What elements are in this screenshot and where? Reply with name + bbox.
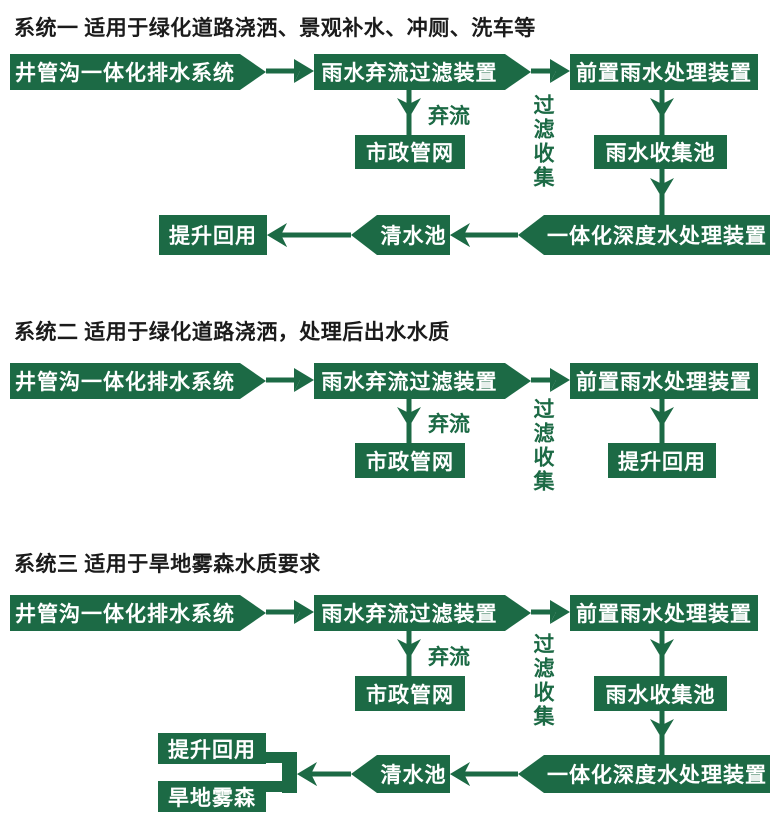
arrow-down-icon	[650, 399, 674, 443]
arrow-left-icon	[450, 223, 518, 247]
filter-collect-label: 过滤收集	[531, 633, 555, 729]
system1-node-municipal: 市政管网	[355, 135, 465, 169]
system3-node-collection: 雨水收集池	[594, 676, 727, 711]
system1-node-collection: 雨水收集池	[594, 135, 727, 169]
system3-node-reuse: 提升回用	[158, 733, 266, 764]
system3-node-source: 井管沟一体化排水系统	[10, 595, 266, 631]
system1-node-source: 井管沟一体化排水系统	[10, 54, 266, 90]
arrow-down-icon	[397, 90, 421, 135]
system3-node-mist: 旱地雾森	[158, 781, 266, 812]
arrow-down-icon	[650, 631, 674, 676]
arrow-right-icon	[531, 368, 570, 392]
arrow-down-icon	[650, 169, 674, 215]
system1-node-pretreatment: 前置雨水处理装置	[570, 54, 758, 90]
arrow-down-icon	[650, 90, 674, 135]
system1-node-deep-treatment: 一体化深度水处理装置	[518, 215, 770, 255]
system3-node-clear-tank: 清水池	[351, 755, 450, 793]
discard-label: 弃流	[428, 412, 470, 436]
system3-node-pretreatment: 前置雨水处理装置	[570, 595, 758, 631]
discard-label: 弃流	[428, 104, 470, 128]
arrow-right-icon	[531, 59, 570, 83]
system1-node-diversion-filter: 雨水弃流过滤装置	[314, 54, 531, 90]
system1-node-clear-tank: 清水池	[351, 215, 450, 255]
arrow-down-icon	[650, 711, 674, 755]
system1-node-reuse: 提升回用	[159, 215, 267, 255]
system2-title: 系统二 适用于绿化道路浇洒，处理后出水水质	[14, 320, 450, 344]
system2-node-reuse: 提升回用	[608, 443, 716, 478]
system2-node-diversion-filter: 雨水弃流过滤装置	[314, 363, 531, 399]
system2-node-source: 井管沟一体化排水系统	[10, 363, 266, 399]
filter-collect-label: 过滤收集	[531, 398, 555, 494]
arrow-right-icon	[266, 368, 314, 392]
arrow-down-icon	[397, 631, 421, 676]
system3-node-municipal: 市政管网	[355, 676, 465, 711]
system2-node-municipal: 市政管网	[355, 443, 465, 478]
system3-node-diversion-filter: 雨水弃流过滤装置	[314, 595, 531, 631]
arrow-right-icon	[266, 59, 314, 83]
split-bracket	[265, 752, 297, 793]
system3-title: 系统三 适用于旱地雾森水质要求	[14, 552, 321, 576]
system3-node-deep-treatment: 一体化深度水处理装置	[518, 755, 770, 793]
system1-title: 系统一 适用于绿化道路浇洒、景观补水、冲厕、洗车等	[14, 16, 536, 40]
arrow-right-icon	[266, 600, 314, 624]
discard-label: 弃流	[428, 645, 470, 669]
arrow-right-icon	[531, 600, 570, 624]
filter-collect-label: 过滤收集	[531, 94, 555, 190]
arrow-left-icon	[450, 762, 518, 786]
arrow-down-icon	[397, 399, 421, 443]
arrow-left-icon	[267, 223, 351, 247]
system2-node-pretreatment: 前置雨水处理装置	[570, 363, 758, 399]
arrow-left-icon	[297, 762, 351, 786]
